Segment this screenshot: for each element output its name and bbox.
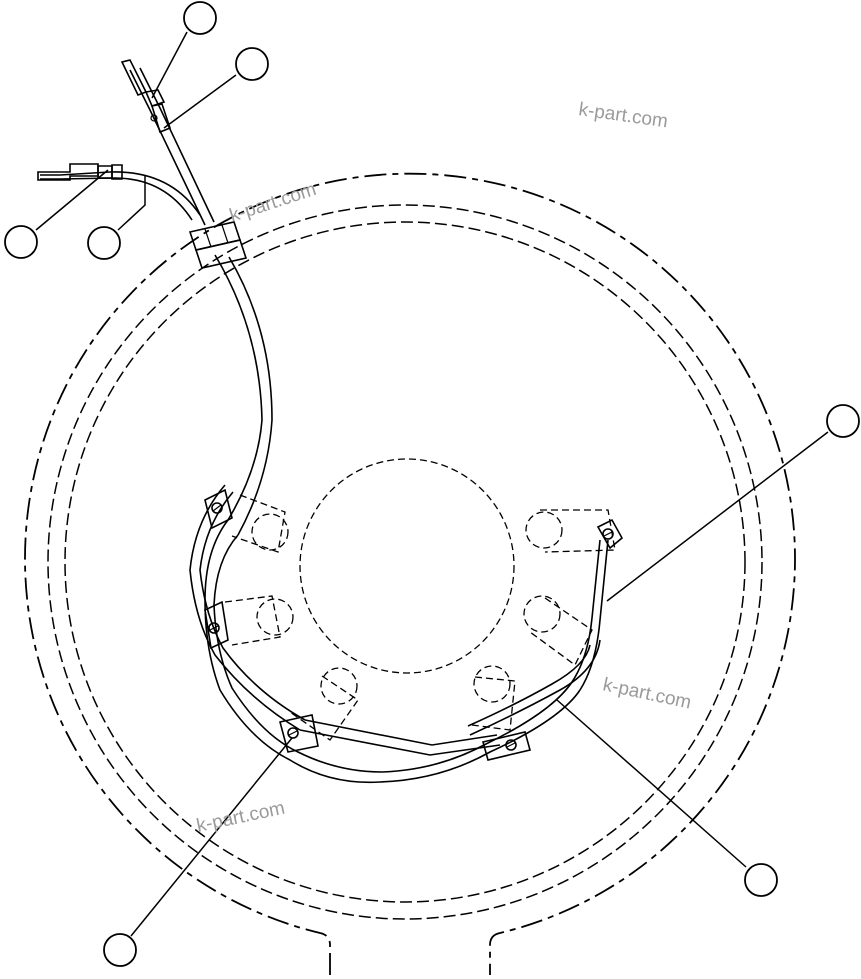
brush-holder-upper-right	[525, 509, 616, 553]
leader-lines	[35, 31, 829, 937]
callout-balloons	[4, 1, 860, 967]
balloon-2	[235, 47, 269, 81]
watermarks: k-part.com k-part.com k-part.com k-part.…	[195, 99, 693, 837]
leader-2	[163, 74, 237, 129]
center-hub	[299, 458, 515, 674]
balloon-5	[826, 404, 860, 438]
cable-gland	[188, 221, 248, 269]
brush-holder-lower-right	[471, 665, 516, 731]
housing-outline	[24, 172, 796, 975]
balloon-1	[183, 1, 217, 35]
clamp-lower-left	[279, 714, 319, 753]
clamp-upper-left	[204, 488, 233, 530]
balloon-7	[103, 933, 137, 967]
crimp-clamps	[204, 488, 624, 761]
balloon-4	[87, 226, 121, 260]
brush-holder-upper-left	[231, 494, 289, 553]
leader-3	[35, 169, 109, 231]
leader-1	[151, 31, 188, 99]
lead-terminals	[37, 59, 171, 181]
watermark-right: k-part.com	[601, 674, 693, 713]
leader-6	[556, 699, 747, 868]
leader-7	[130, 737, 293, 937]
leader-4	[117, 176, 146, 231]
watermark-top-right: k-part.com	[577, 99, 669, 132]
balloon-6	[744, 863, 778, 897]
clamp-lower-right	[482, 731, 531, 761]
clamp-upper-right	[596, 518, 624, 550]
inner-dashed-ring	[64, 221, 746, 903]
watermark-top-left: k-part.com	[227, 179, 319, 227]
brush-holders	[224, 494, 616, 741]
brush-holder-lower-left	[289, 667, 359, 741]
brush-holder-mid-left	[224, 595, 294, 646]
outer-dashed-ring	[47, 204, 763, 920]
cable-harness	[40, 67, 609, 784]
balloon-3	[4, 225, 38, 259]
leader-5	[606, 431, 829, 602]
clamp-mid-left	[204, 600, 229, 650]
brush-holder-mid-right	[523, 595, 593, 666]
watermark-bottom-left: k-part.com	[195, 798, 287, 837]
